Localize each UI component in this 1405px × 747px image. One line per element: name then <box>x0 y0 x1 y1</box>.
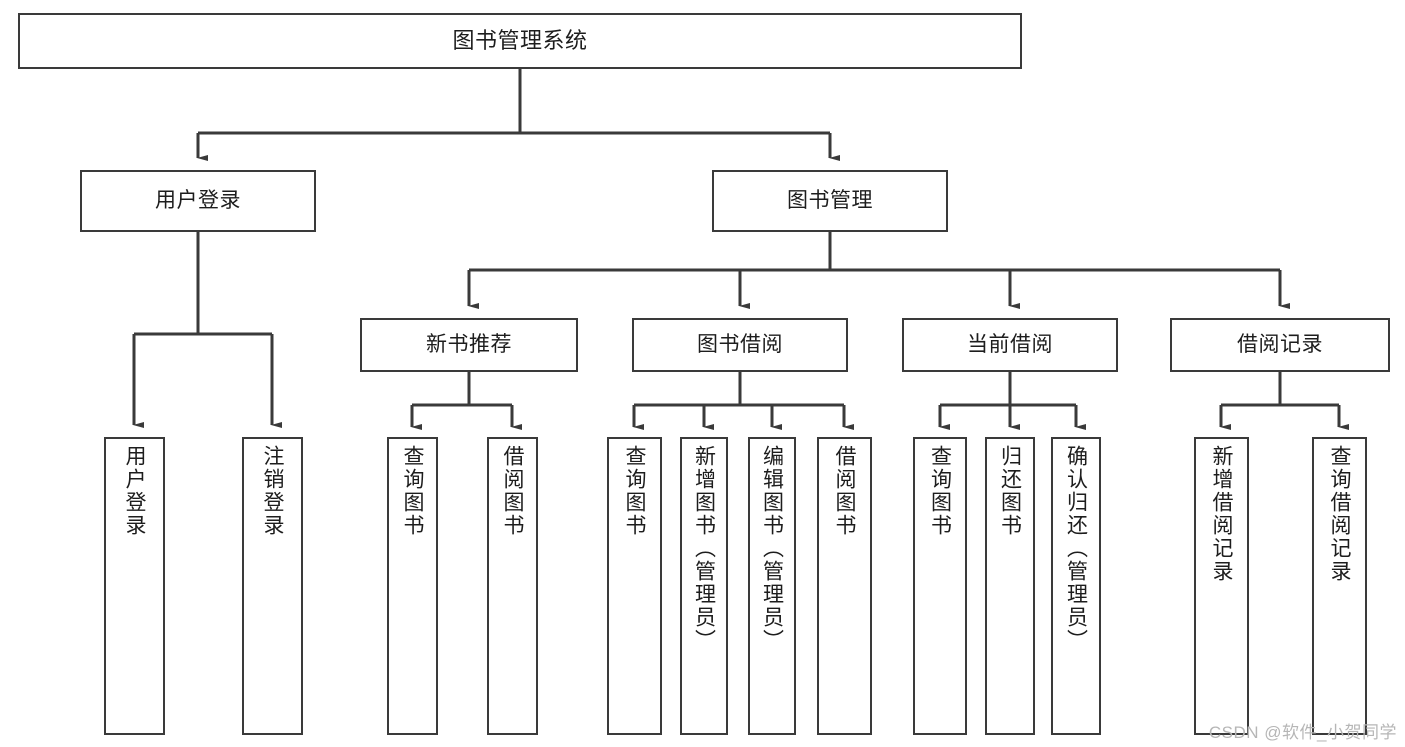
node-leaf-return-book[interactable]: 归还图书 <box>985 437 1035 735</box>
node-new-book-recommend-label: 新书推荐 <box>426 332 512 356</box>
node-borrow-record[interactable]: 借阅记录 <box>1170 318 1390 372</box>
node-leaf-borrow-book-1[interactable]: 借阅图书 <box>487 437 538 735</box>
node-leaf-query-book-1[interactable]: 查询图书 <box>387 437 438 735</box>
node-leaf-query-record[interactable]: 查询借阅记录 <box>1312 437 1367 735</box>
node-leaf-edit-book-label: 编辑图书（管理员） <box>760 445 784 652</box>
node-leaf-add-book-label: 新增图书（管理员） <box>692 445 716 652</box>
node-leaf-borrow-book-2[interactable]: 借阅图书 <box>817 437 872 735</box>
node-leaf-user-login[interactable]: 用户登录 <box>104 437 165 735</box>
node-new-book-recommend[interactable]: 新书推荐 <box>360 318 578 372</box>
node-leaf-query-record-label: 查询借阅记录 <box>1328 445 1351 583</box>
node-root-system-label: 图书管理系统 <box>452 28 588 54</box>
node-book-management-label: 图书管理 <box>787 188 873 212</box>
node-leaf-edit-book[interactable]: 编辑图书（管理员） <box>748 437 796 735</box>
node-leaf-query-book-3[interactable]: 查询图书 <box>913 437 967 735</box>
node-leaf-return-book-label: 归还图书 <box>998 445 1022 537</box>
node-book-management[interactable]: 图书管理 <box>712 170 948 232</box>
node-leaf-borrow-book-1-label: 借阅图书 <box>501 445 524 537</box>
node-leaf-logout[interactable]: 注销登录 <box>242 437 303 735</box>
node-leaf-add-book[interactable]: 新增图书（管理员） <box>680 437 728 735</box>
node-book-borrow-label: 图书借阅 <box>697 332 783 356</box>
node-leaf-query-book-2[interactable]: 查询图书 <box>607 437 662 735</box>
node-leaf-confirm-return[interactable]: 确认归还（管理员） <box>1051 437 1101 735</box>
node-root-system[interactable]: 图书管理系统 <box>18 13 1022 69</box>
node-user-login[interactable]: 用户登录 <box>80 170 316 232</box>
node-leaf-add-record-label: 新增借阅记录 <box>1210 445 1233 583</box>
node-leaf-borrow-book-2-label: 借阅图书 <box>833 445 856 537</box>
node-leaf-query-book-3-label: 查询图书 <box>928 445 952 537</box>
node-current-borrow[interactable]: 当前借阅 <box>902 318 1118 372</box>
node-leaf-add-record[interactable]: 新增借阅记录 <box>1194 437 1249 735</box>
node-borrow-record-label: 借阅记录 <box>1237 332 1323 356</box>
node-current-borrow-label: 当前借阅 <box>967 332 1053 356</box>
node-user-login-label: 用户登录 <box>155 188 241 212</box>
node-leaf-query-book-1-label: 查询图书 <box>401 445 424 537</box>
node-book-borrow[interactable]: 图书借阅 <box>632 318 848 372</box>
node-leaf-query-book-2-label: 查询图书 <box>623 445 646 537</box>
csdn-watermark: CSDN @软件_小贺同学 <box>1208 723 1397 742</box>
node-leaf-confirm-return-label: 确认归还（管理员） <box>1064 445 1088 652</box>
node-leaf-logout-label: 注销登录 <box>261 445 284 537</box>
node-leaf-user-login-label: 用户登录 <box>123 445 146 537</box>
